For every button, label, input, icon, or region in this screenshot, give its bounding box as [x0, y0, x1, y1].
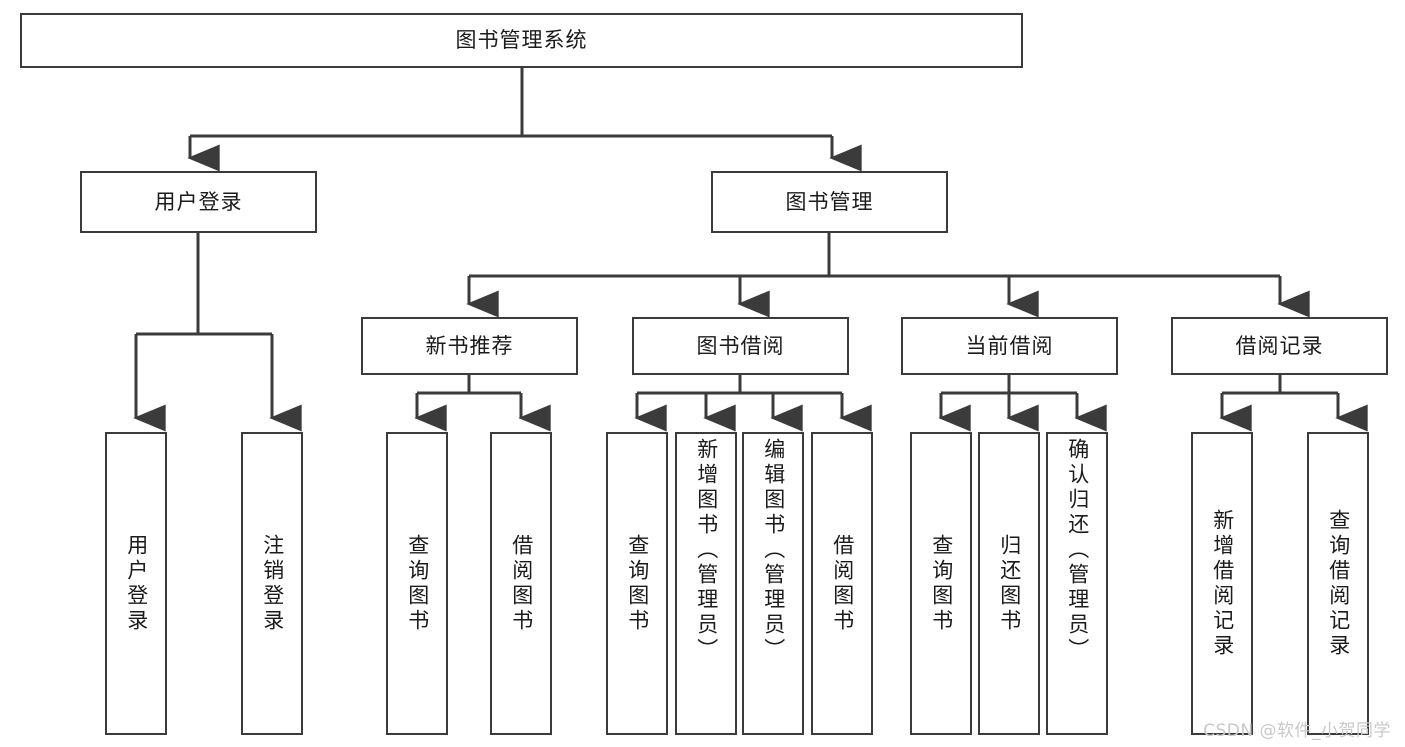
leaf-label: 查询图书 [625, 533, 650, 634]
node-book-borrow[interactable]: 图书借阅 [632, 317, 849, 375]
leaf-book-borrow-borrow[interactable]: 借阅图书 [811, 432, 873, 735]
leaf-label: 借阅图书 [509, 533, 534, 634]
leaf-label: 用户登录 [124, 533, 149, 634]
node-root-book-management-system[interactable]: 图书管理系统 [20, 13, 1023, 68]
leaf-user-login-logout[interactable]: 注销登录 [241, 432, 303, 735]
leaf-current-borrow-confirm-return[interactable]: 确认归还（管理员） [1046, 432, 1108, 735]
leaf-current-borrow-return[interactable]: 归还图书 [978, 432, 1040, 735]
leaf-record-add[interactable]: 新增借阅记录 [1191, 432, 1253, 735]
leaf-book-borrow-query[interactable]: 查询图书 [606, 432, 668, 735]
leaf-label: 新增图书（管理员） [694, 438, 719, 663]
leaf-label: 查询图书 [929, 533, 954, 634]
node-book-management[interactable]: 图书管理 [711, 171, 948, 233]
leaf-book-borrow-add[interactable]: 新增图书（管理员） [675, 432, 737, 735]
leaf-new-book-query[interactable]: 查询图书 [386, 432, 448, 735]
leaf-label: 借阅图书 [830, 533, 855, 634]
node-label: 借阅记录 [1235, 333, 1324, 358]
leaf-label: 查询借阅记录 [1326, 508, 1351, 659]
leaf-label: 查询图书 [405, 533, 430, 634]
node-label: 当前借阅 [965, 333, 1054, 358]
node-borrow-record[interactable]: 借阅记录 [1171, 317, 1388, 375]
node-user-login[interactable]: 用户登录 [80, 171, 317, 233]
leaf-label: 注销登录 [260, 533, 285, 634]
leaf-label: 归还图书 [997, 533, 1022, 634]
node-label: 图书管理系统 [455, 28, 588, 53]
node-new-book-recommend[interactable]: 新书推荐 [361, 317, 578, 375]
leaf-record-query[interactable]: 查询借阅记录 [1307, 432, 1369, 735]
node-label: 新书推荐 [425, 333, 514, 358]
node-label: 图书借阅 [696, 333, 785, 358]
leaf-label: 编辑图书（管理员） [761, 438, 786, 663]
node-label: 用户登录 [154, 189, 243, 214]
leaf-current-borrow-query[interactable]: 查询图书 [910, 432, 972, 735]
leaf-label: 确认归还（管理员） [1065, 438, 1090, 663]
csdn-watermark: CSDN @软件_小贺同学 [1203, 721, 1391, 741]
leaf-user-login-login[interactable]: 用户登录 [105, 432, 167, 735]
node-label: 图书管理 [785, 189, 874, 214]
leaf-book-borrow-edit[interactable]: 编辑图书（管理员） [742, 432, 804, 735]
node-current-borrow[interactable]: 当前借阅 [901, 317, 1118, 375]
leaf-new-book-borrow[interactable]: 借阅图书 [490, 432, 552, 735]
leaf-label: 新增借阅记录 [1210, 508, 1235, 659]
